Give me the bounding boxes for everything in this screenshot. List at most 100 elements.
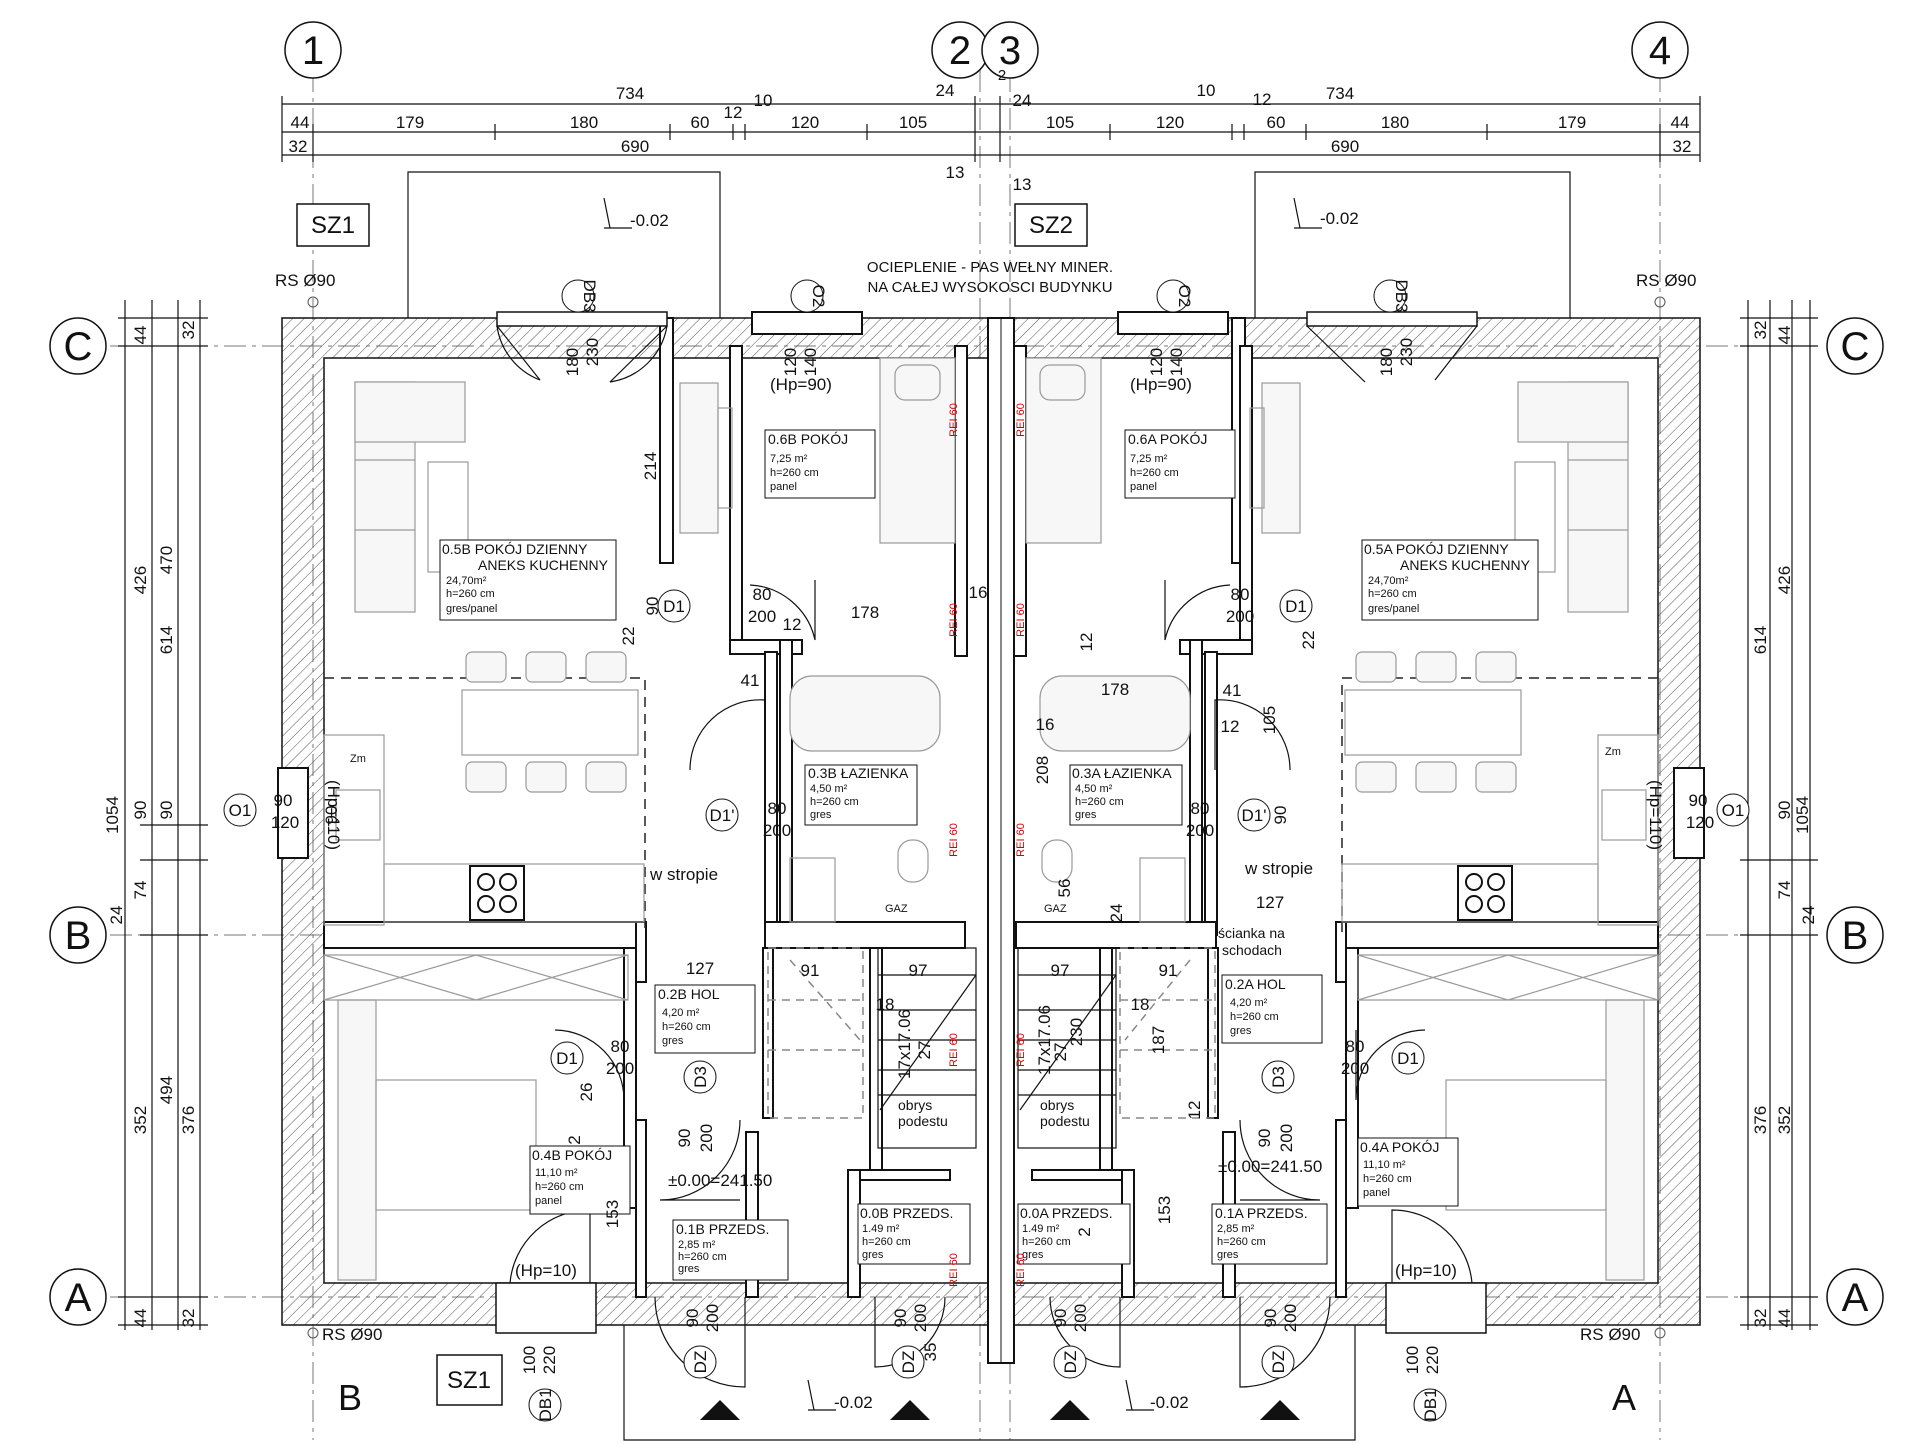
svg-text:gres: gres — [662, 1035, 684, 1047]
axis-2-bubble: 2 — [931, 21, 989, 79]
svg-text:gres: gres — [810, 809, 832, 821]
svg-text:220: 220 — [540, 1346, 559, 1374]
svg-text:91: 91 — [1159, 961, 1178, 980]
svg-text:3: 3 — [999, 29, 1021, 73]
svg-text:26: 26 — [577, 1083, 596, 1102]
svg-text:h=260 cm: h=260 cm — [1368, 588, 1417, 600]
svg-text:44: 44 — [1775, 326, 1794, 345]
svg-text:230: 230 — [583, 338, 602, 366]
svg-text:2,85 m²: 2,85 m² — [678, 1239, 716, 1251]
interior-walls — [323, 317, 1659, 1298]
svg-text:179: 179 — [396, 113, 424, 132]
svg-text:DZ: DZ — [1061, 1351, 1080, 1374]
svg-text:90: 90 — [1271, 806, 1290, 825]
db1-right-tag: DB1 — [1413, 1388, 1447, 1422]
openings: -0.02 -0.02 — [277, 311, 1705, 1441]
svg-text:214: 214 — [641, 452, 660, 480]
dz-3-tag: DZ — [1053, 1345, 1087, 1379]
svg-text:105: 105 — [1260, 706, 1279, 734]
svg-text:0.2A HOL: 0.2A HOL — [1225, 976, 1286, 992]
inner-dimensions: 180 230 120 140 180 230 120 140 214 80 2… — [271, 338, 1714, 1374]
d3-right-tag: D3 — [1261, 1060, 1295, 1094]
svg-text:-0.02: -0.02 — [1320, 209, 1359, 228]
svg-text:7,25 m²: 7,25 m² — [770, 453, 808, 465]
svg-text:D1: D1 — [663, 597, 685, 616]
svg-text:A: A — [65, 1276, 92, 1320]
terraces: -0.02 -0.02 — [407, 171, 1571, 318]
svg-text:90: 90 — [274, 791, 293, 810]
svg-text:h=260 cm: h=260 cm — [678, 1251, 727, 1263]
svg-text:1: 1 — [302, 29, 324, 73]
level-left: ±0.00=241.50 — [668, 1171, 772, 1190]
svg-text:12: 12 — [1185, 1101, 1204, 1120]
svg-text:D1': D1' — [1242, 806, 1267, 825]
svg-text:120: 120 — [1686, 813, 1714, 832]
svg-text:352: 352 — [131, 1106, 150, 1134]
svg-text:1.49 m²: 1.49 m² — [862, 1223, 900, 1235]
svg-text:180: 180 — [1381, 113, 1409, 132]
svg-text:24: 24 — [1013, 91, 1032, 110]
svg-text:24: 24 — [1107, 904, 1126, 923]
svg-text:120: 120 — [781, 348, 800, 376]
svg-text:gres: gres — [1022, 1249, 1044, 1261]
svg-text:A: A — [1842, 1276, 1869, 1320]
o1-left-tag: O1 — [223, 793, 257, 827]
room-label-01a: 0.1A PRZEDS. 2,85 m² h=260 cm gres — [1211, 1203, 1328, 1265]
svg-text:690: 690 — [621, 137, 649, 156]
svg-text:90: 90 — [1775, 801, 1794, 820]
scianka-note-line2: schodach — [1222, 942, 1282, 958]
insulation-note-line1: OCIEPLENIE - PAS WEŁNY MINER. — [867, 259, 1113, 276]
svg-text:153: 153 — [1155, 1196, 1174, 1224]
room-label-02a: 0.2A HOL 4,20 m² h=260 cm gres — [1221, 974, 1323, 1044]
svg-text:60: 60 — [1267, 113, 1286, 132]
svg-text:C: C — [1841, 325, 1870, 369]
svg-text:44: 44 — [291, 113, 310, 132]
svg-text:13: 13 — [1013, 175, 1032, 194]
svg-text:80: 80 — [768, 799, 787, 818]
obrys-left-1: obrys — [898, 1097, 932, 1113]
svg-text:11,10 m²: 11,10 m² — [535, 1167, 578, 1179]
svg-text:127: 127 — [686, 959, 714, 978]
svg-text:24,70m²: 24,70m² — [1368, 575, 1409, 587]
svg-text:2: 2 — [998, 67, 1006, 84]
db1-left-tag: DB1 — [528, 1388, 562, 1422]
svg-text:gres: gres — [1230, 1025, 1252, 1037]
svg-text:180: 180 — [563, 348, 582, 376]
svg-text:ANEKS KUCHENNY: ANEKS KUCHENNY — [1400, 557, 1531, 573]
obrys-right-2: podestu — [1040, 1113, 1090, 1129]
svg-text:B: B — [65, 914, 92, 958]
rei-4: REI 60 — [948, 1033, 960, 1067]
svg-text:32: 32 — [1673, 137, 1692, 156]
rei-7: REI 60 — [1015, 603, 1027, 637]
svg-text:2: 2 — [1075, 1227, 1094, 1236]
furniture-right — [1025, 357, 1659, 1281]
svg-text:80: 80 — [753, 585, 772, 604]
svg-text:h=260 cm: h=260 cm — [810, 796, 859, 808]
dz-4-tag: DZ — [1261, 1345, 1295, 1379]
svg-text:12: 12 — [783, 615, 802, 634]
svg-text:gres/panel: gres/panel — [446, 603, 497, 615]
svg-text:44: 44 — [131, 326, 150, 345]
svg-text:120: 120 — [1156, 113, 1184, 132]
d1-left-top-tag: D1 — [657, 589, 691, 623]
svg-text:17x17.06: 17x17.06 — [895, 1009, 914, 1079]
svg-text:O2: O2 — [1175, 285, 1194, 308]
svg-text:D3: D3 — [691, 1066, 710, 1088]
svg-text:494: 494 — [157, 1076, 176, 1104]
d1-right-top-tag: D1 — [1279, 589, 1313, 623]
dz-1-tag: DZ — [683, 1345, 717, 1379]
svg-text:200: 200 — [748, 607, 776, 626]
svg-text:179: 179 — [1558, 113, 1586, 132]
svg-text:200: 200 — [703, 1304, 722, 1332]
svg-text:7,25 m²: 7,25 m² — [1130, 453, 1168, 465]
room-label-01b: 0.1B PRZEDS. 2,85 m² h=260 cm gres — [672, 1219, 789, 1281]
rei-9: REI 60 — [1015, 1033, 1027, 1067]
room-label-00b: 0.0B PRZEDS. 1.49 m² h=260 cm gres — [857, 1203, 971, 1265]
svg-text:200: 200 — [1281, 1304, 1300, 1332]
svg-text:97: 97 — [909, 961, 928, 980]
svg-text:90: 90 — [322, 806, 341, 825]
gaz-left: GAZ — [885, 903, 908, 915]
svg-text:44: 44 — [131, 1309, 150, 1328]
svg-text:C: C — [64, 325, 93, 369]
left-dimensions: 1054 614 426 352 470 90 494 376 44 32 74… — [103, 300, 208, 1330]
